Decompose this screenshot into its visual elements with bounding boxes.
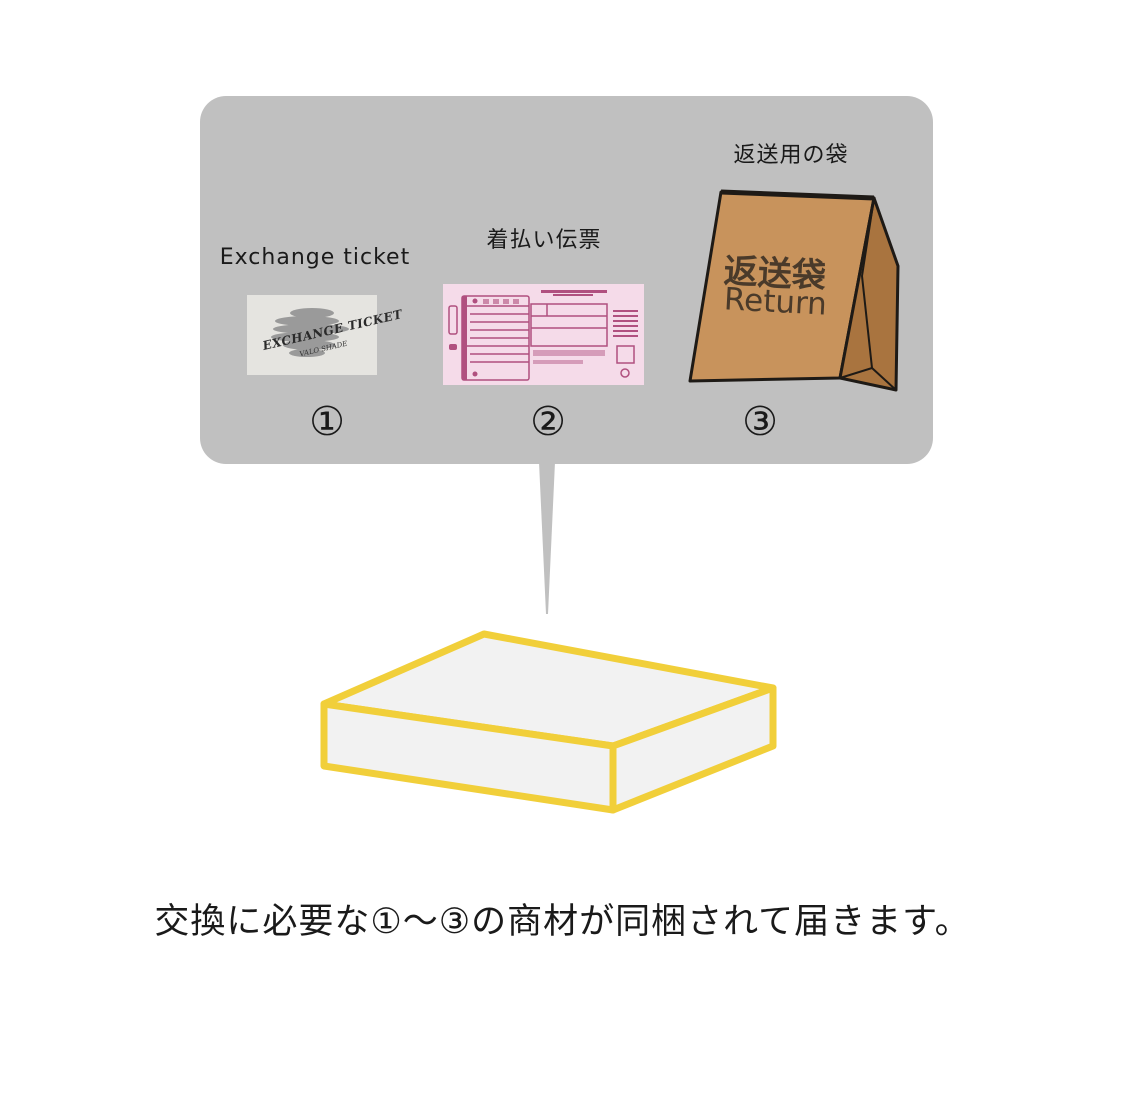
return-bag-label: 返送用の袋 <box>733 143 849 168</box>
exchange-ticket-card: EXCHANGE TICKET VALO SHADE <box>247 295 404 375</box>
package-box <box>320 630 777 814</box>
ticket-brush-logo <box>271 308 349 357</box>
item-number-2: ② <box>530 399 566 445</box>
bag-shape <box>688 189 900 392</box>
caption-text: 交換に必要な①～③の商材が同梱されて届きます。 <box>154 902 971 942</box>
item-number-3: ③ <box>742 399 778 445</box>
return-bag-image: 返送袋 Return <box>686 186 900 396</box>
cod-slip-image <box>443 284 644 385</box>
bag-subtitle: Return <box>723 281 828 323</box>
exchange-ticket-label: Exchange ticket <box>219 245 411 270</box>
item-number-1: ① <box>309 399 345 445</box>
cod-slip-label: 着払い伝票 <box>486 228 602 253</box>
speech-bubble-tail <box>539 462 555 614</box>
